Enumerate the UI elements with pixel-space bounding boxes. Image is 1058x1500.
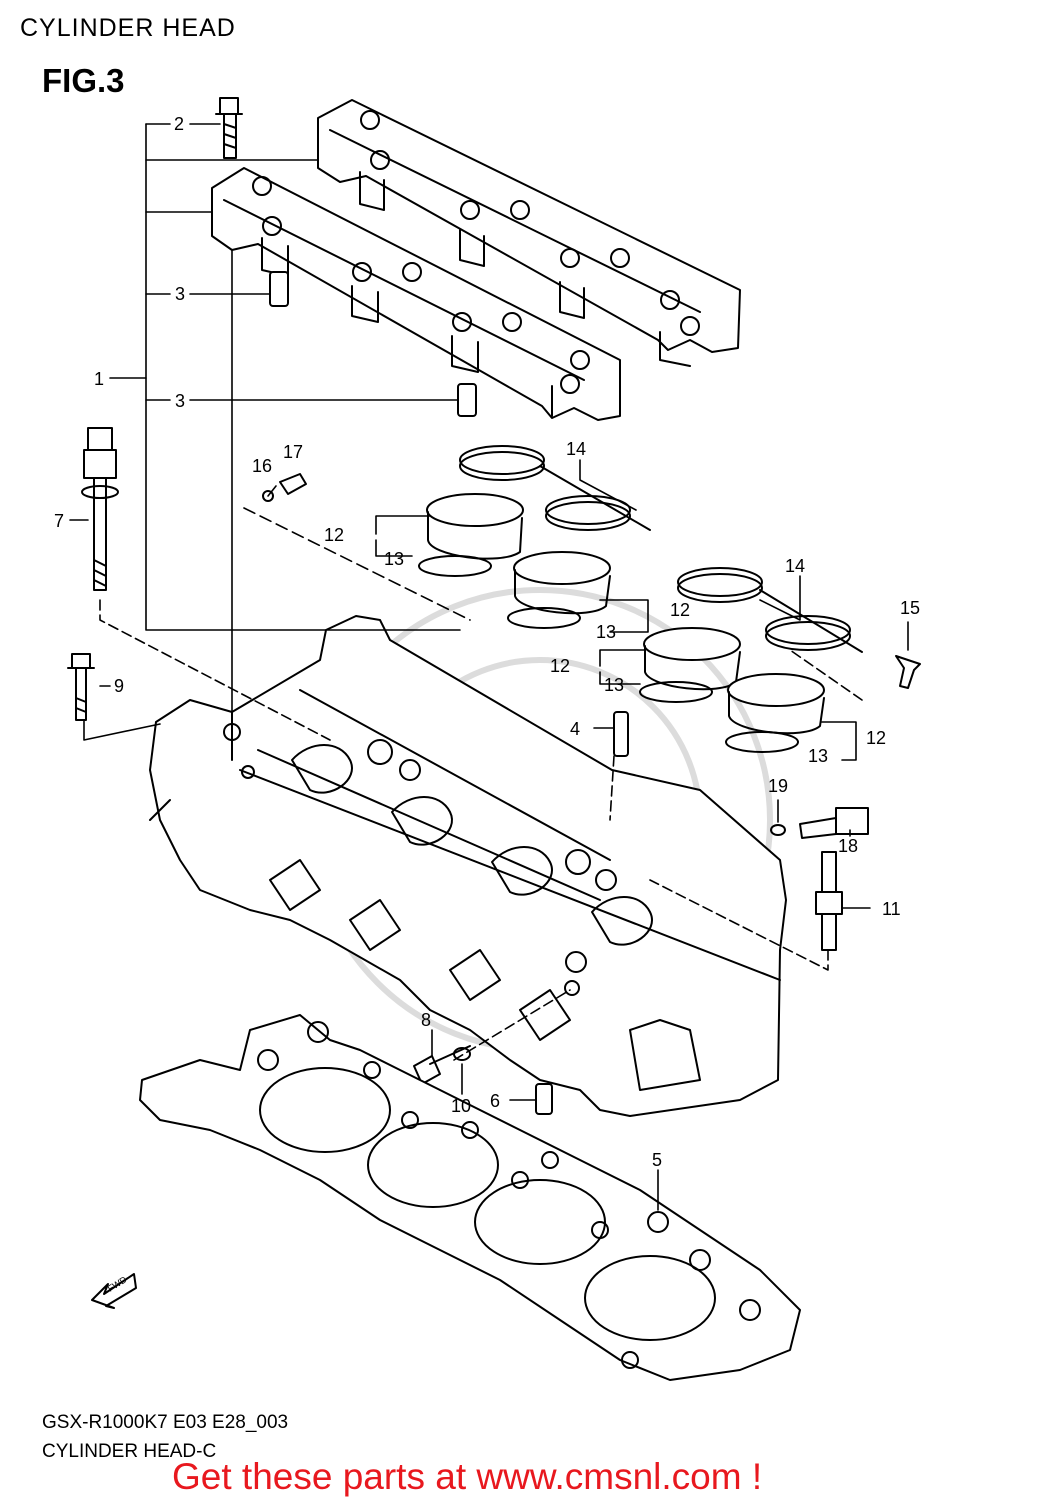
washer-10 (453, 1047, 471, 1061)
callout-12-d: 12 (866, 728, 886, 748)
callout-9: 9 (114, 676, 124, 696)
intake-pipe-2 (513, 551, 611, 615)
callout-12-a: 12 (324, 525, 344, 545)
callout-4: 4 (570, 719, 580, 739)
callout-2: 2 (174, 114, 184, 134)
cylinder-head-gasket (139, 1014, 801, 1381)
gasket-19 (770, 824, 786, 836)
guide-4 (613, 711, 629, 757)
callout-12-b: 12 (670, 600, 690, 620)
camshaft-housing-rear (317, 99, 741, 367)
callout-8: 8 (421, 1010, 431, 1030)
callout-15: 15 (900, 598, 920, 618)
clamp-set-upper (459, 445, 651, 531)
o-ring-3 (639, 681, 713, 703)
callout-17: 17 (283, 442, 303, 462)
o-ring-2 (507, 607, 581, 629)
dowel-pin-lower (457, 383, 477, 417)
o-ring-1 (418, 555, 492, 577)
callout-12-c: 12 (550, 656, 570, 676)
bolt-9 (67, 653, 95, 721)
page-title: CYLINDER HEAD (20, 14, 236, 42)
fitting-17 (279, 473, 307, 495)
callout-numbers: 2 3 3 1 7 9 16 17 14 12 13 12 13 14 15 1… (54, 114, 920, 1170)
diagram-name: CYLINDER HEAD-C (42, 1441, 217, 1462)
dowel-pin-6 (535, 1083, 553, 1115)
callout-3-upper: 3 (175, 284, 185, 304)
fwd-arrow-icon: FWD (91, 1273, 137, 1309)
callout-13-c: 13 (604, 675, 624, 695)
spark-plug (815, 851, 843, 951)
temperature-sensor (799, 807, 869, 839)
gasket-16 (262, 490, 274, 502)
bolt-2 (215, 97, 243, 159)
callout-3-lower: 3 (175, 391, 185, 411)
callout-13-d: 13 (808, 746, 828, 766)
clamp-set-lower (677, 567, 863, 653)
callout-5: 5 (652, 1150, 662, 1170)
intake-pipe-4 (727, 673, 825, 735)
callout-11: 11 (882, 899, 901, 919)
promo-link[interactable]: Get these parts at www.cmsnl.com ! (172, 1456, 763, 1497)
callout-16: 16 (252, 456, 272, 476)
o-ring-4 (725, 731, 799, 753)
callout-18: 18 (838, 836, 858, 856)
leader-lines (69, 123, 909, 1211)
callout-1: 1 (94, 369, 104, 389)
dowel-pin-upper (269, 271, 289, 307)
callout-6: 6 (490, 1091, 500, 1111)
screw-15 (895, 655, 921, 689)
callout-14-lower: 14 (785, 556, 805, 576)
callout-14-upper: 14 (566, 439, 586, 459)
cylinder-head-bolt (81, 427, 119, 591)
model-code: GSX-R1000K7 E03 E28_003 (42, 1412, 289, 1433)
callout-7: 7 (54, 511, 64, 531)
intake-pipe-1 (426, 493, 524, 560)
cylinder-head (149, 615, 787, 1117)
callout-19: 19 (768, 776, 788, 796)
callout-13-a: 13 (384, 549, 404, 569)
callout-13-b: 13 (596, 622, 616, 642)
figure-label: FIG.3 (42, 62, 125, 99)
callout-10: 10 (451, 1096, 471, 1116)
